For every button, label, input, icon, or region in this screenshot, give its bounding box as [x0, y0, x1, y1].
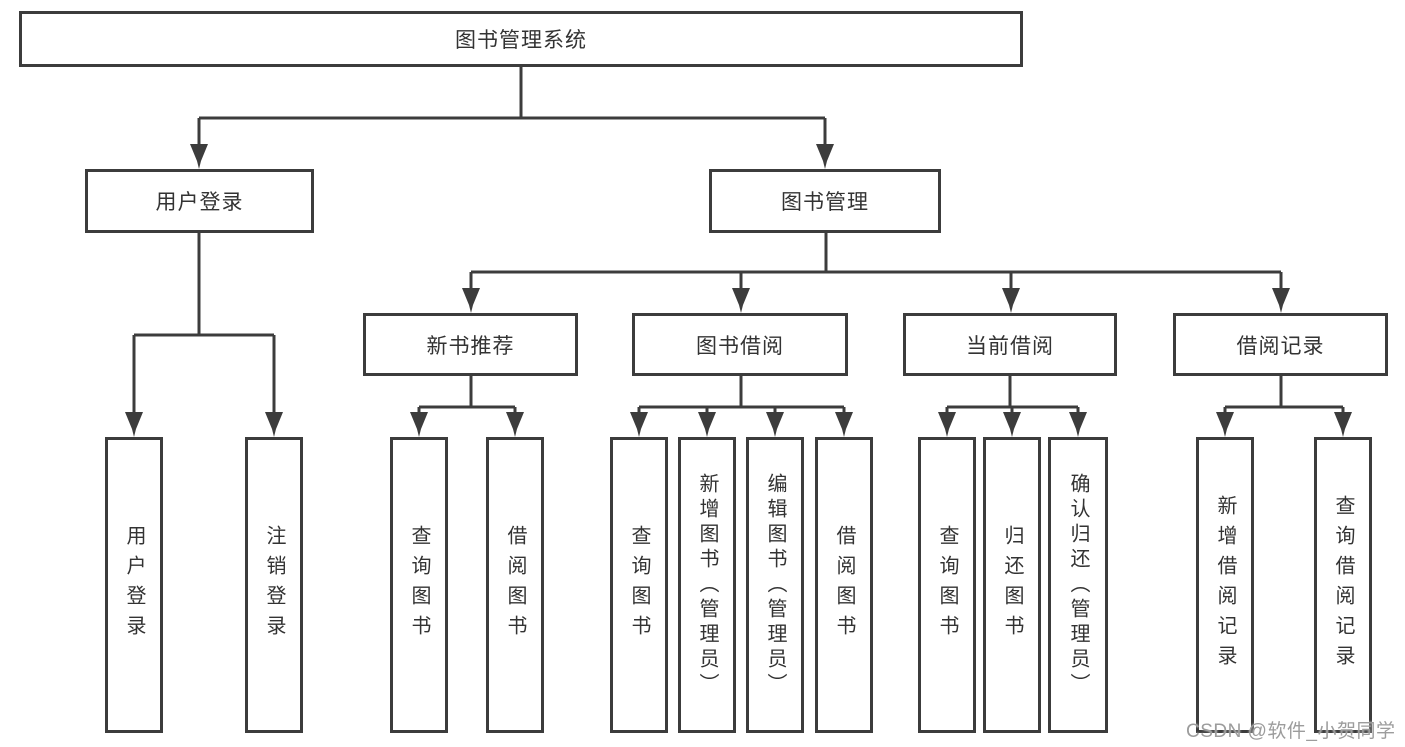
- arrowheads: [125, 144, 1352, 437]
- node-user-login-leaf: 用户登录: [105, 437, 163, 733]
- connector-current-to-children: [945, 376, 1080, 414]
- node-add-books-admin: 新增图书（管理员）: [678, 437, 736, 733]
- node-return-books: 归还图书: [983, 437, 1041, 733]
- arrowhead: [410, 412, 428, 437]
- arrowhead: [1069, 412, 1087, 437]
- arrowhead: [732, 288, 750, 313]
- arrowhead: [506, 412, 524, 437]
- arrowhead: [265, 412, 283, 437]
- node-label: 图书借阅: [696, 334, 784, 358]
- node-label: 编辑图书（管理员）: [764, 472, 786, 698]
- node-borrow-books-newrec: 借阅图书: [486, 437, 544, 733]
- node-label: 借阅记录: [1236, 334, 1325, 358]
- node-label: 新增借阅记录: [1214, 495, 1236, 675]
- arrowhead: [1003, 412, 1021, 437]
- node-edit-books-admin: 编辑图书（管理员）: [746, 437, 804, 733]
- arrowhead: [1216, 412, 1234, 437]
- node-library-management-system: 图书管理系统: [19, 11, 1023, 67]
- node-label: 注销登录: [263, 525, 285, 645]
- node-book-borrowing: 图书借阅: [632, 313, 848, 376]
- node-current-borrowing: 当前借阅: [903, 313, 1117, 376]
- node-label: 用户登录: [155, 191, 244, 214]
- connector-bookmgmt-to-level3: [469, 231, 1283, 290]
- node-label: 新书推荐: [426, 334, 515, 358]
- node-label: 图书管理系统: [455, 29, 587, 52]
- node-label: 归还图书: [1001, 525, 1023, 645]
- arrowhead: [462, 288, 480, 313]
- node-label: 图书管理: [781, 191, 869, 214]
- node-label: 查询借阅记录: [1332, 495, 1354, 675]
- node-query-books-current: 查询图书: [918, 437, 976, 733]
- arrowhead: [630, 412, 648, 437]
- node-label: 查询图书: [408, 525, 430, 645]
- arrowhead: [938, 412, 956, 437]
- connector-lines: [132, 67, 1345, 414]
- arrowhead: [190, 144, 208, 169]
- node-label: 当前借阅: [966, 334, 1054, 358]
- node-query-borrow-record: 查询借阅记录: [1314, 437, 1372, 733]
- arrowhead: [1002, 288, 1020, 313]
- connector-userlogin-to-children: [132, 231, 276, 414]
- arrowhead: [698, 412, 716, 437]
- arrowhead: [766, 412, 784, 437]
- arrowhead: [1334, 412, 1352, 437]
- node-new-book-recommendation: 新书推荐: [363, 313, 578, 376]
- node-label: 查询图书: [936, 525, 958, 645]
- node-add-borrow-record: 新增借阅记录: [1196, 437, 1254, 733]
- arrowhead: [125, 412, 143, 437]
- node-confirm-return-admin: 确认归还（管理员）: [1048, 437, 1108, 733]
- node-label: 借阅图书: [833, 525, 855, 645]
- arrowhead: [835, 412, 853, 437]
- node-query-books-newrec: 查询图书: [390, 437, 448, 733]
- node-user-login: 用户登录: [85, 169, 314, 233]
- arrowhead: [816, 144, 834, 169]
- node-label: 新增图书（管理员）: [696, 472, 718, 698]
- node-label: 确认归还（管理员）: [1067, 472, 1089, 698]
- connector-root-to-level2: [197, 67, 827, 146]
- node-logout: 注销登录: [245, 437, 303, 733]
- node-label: 用户登录: [123, 525, 145, 645]
- connector-newrec-to-children: [417, 376, 517, 414]
- node-label: 查询图书: [628, 525, 650, 645]
- connector-records-to-children: [1223, 376, 1345, 414]
- node-borrowing-records: 借阅记录: [1173, 313, 1388, 376]
- node-query-books-borrow: 查询图书: [610, 437, 668, 733]
- arrowhead: [1272, 288, 1290, 313]
- node-book-management: 图书管理: [709, 169, 941, 233]
- node-label: 借阅图书: [504, 525, 526, 645]
- watermark: CSDN @软件_小贺同学: [1186, 721, 1396, 742]
- connector-borrow-to-children: [637, 376, 846, 414]
- node-borrow-books-borrow: 借阅图书: [815, 437, 873, 733]
